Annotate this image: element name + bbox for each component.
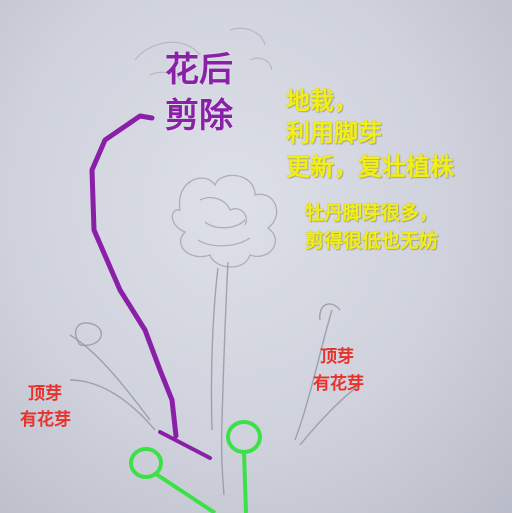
note-main-line3: 更新，复壮植株	[286, 153, 454, 181]
bud-callouts	[129, 420, 262, 513]
note-sub-line2: 剪得很低也无妨	[305, 230, 439, 252]
label-left-line1: 顶芽	[28, 384, 62, 404]
bud-circle-right	[226, 420, 262, 454]
label-left-line2: 有花芽	[20, 410, 71, 430]
headline-line1: 花后	[165, 50, 233, 90]
label-right-line2: 有花芽	[313, 374, 364, 394]
label-right-line1: 顶芽	[320, 347, 354, 367]
note-main-line1: 地栽，	[286, 87, 358, 115]
pruning-cut-line	[89, 113, 212, 460]
bud-circle-left	[129, 447, 163, 479]
note-main-line2: 利用脚芽	[286, 119, 382, 147]
flower-sketch	[171, 174, 278, 268]
stem-sketch	[69, 261, 361, 496]
headline-line2: 剪除	[165, 96, 233, 136]
note-sub-line1: 牡丹脚芽很多，	[305, 202, 439, 224]
leaf-sketch	[134, 27, 273, 81]
